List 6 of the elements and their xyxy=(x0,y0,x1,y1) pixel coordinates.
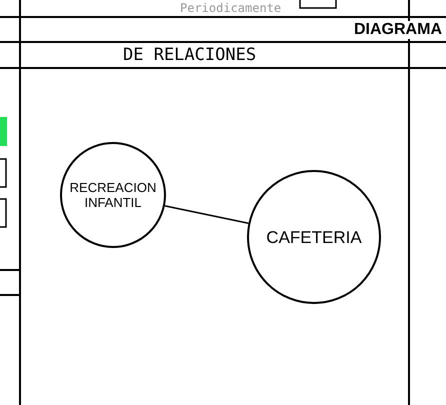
title: DIAGRAMA xyxy=(352,21,442,39)
header-text: Periodicamente xyxy=(180,1,282,15)
node-label: CAFETERIA xyxy=(266,228,362,246)
node-label: RECREACION INFANTIL xyxy=(68,180,158,210)
subtitle: DE RELACIONES xyxy=(123,45,256,65)
connector-line xyxy=(164,205,249,224)
